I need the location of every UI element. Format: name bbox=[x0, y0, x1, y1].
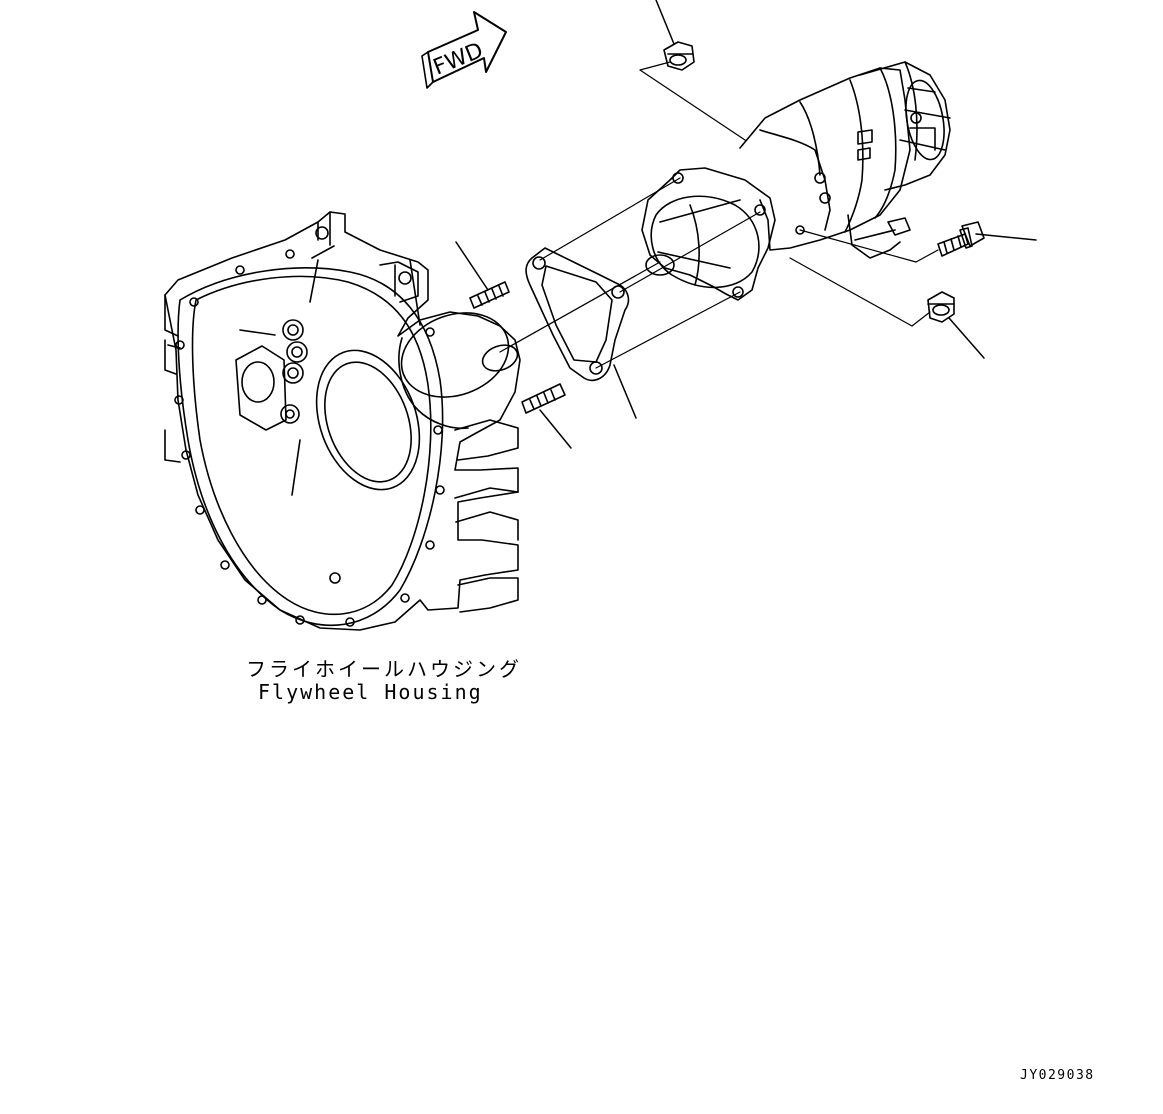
flywheel-housing bbox=[164, 211, 521, 631]
gasket bbox=[525, 247, 630, 382]
stud-upper bbox=[469, 281, 510, 309]
leader-lines bbox=[455, 0, 1037, 449]
figure-id: JY029038 bbox=[1020, 1068, 1095, 1083]
starter-motor bbox=[641, 61, 951, 301]
fwd-arrow-icon: FWD bbox=[421, 11, 507, 89]
fwd-label: FWD bbox=[430, 38, 487, 80]
alignment-lines bbox=[499, 61, 939, 369]
flywheel-housing-caption-jp: フライホイールハウジング bbox=[246, 657, 522, 681]
nut-lower bbox=[927, 291, 955, 323]
flywheel-housing-caption-en: Flywheel Housing bbox=[258, 680, 483, 704]
nut-upper bbox=[663, 41, 695, 71]
mounting-bolt bbox=[937, 221, 985, 257]
stud-lower bbox=[521, 383, 566, 414]
